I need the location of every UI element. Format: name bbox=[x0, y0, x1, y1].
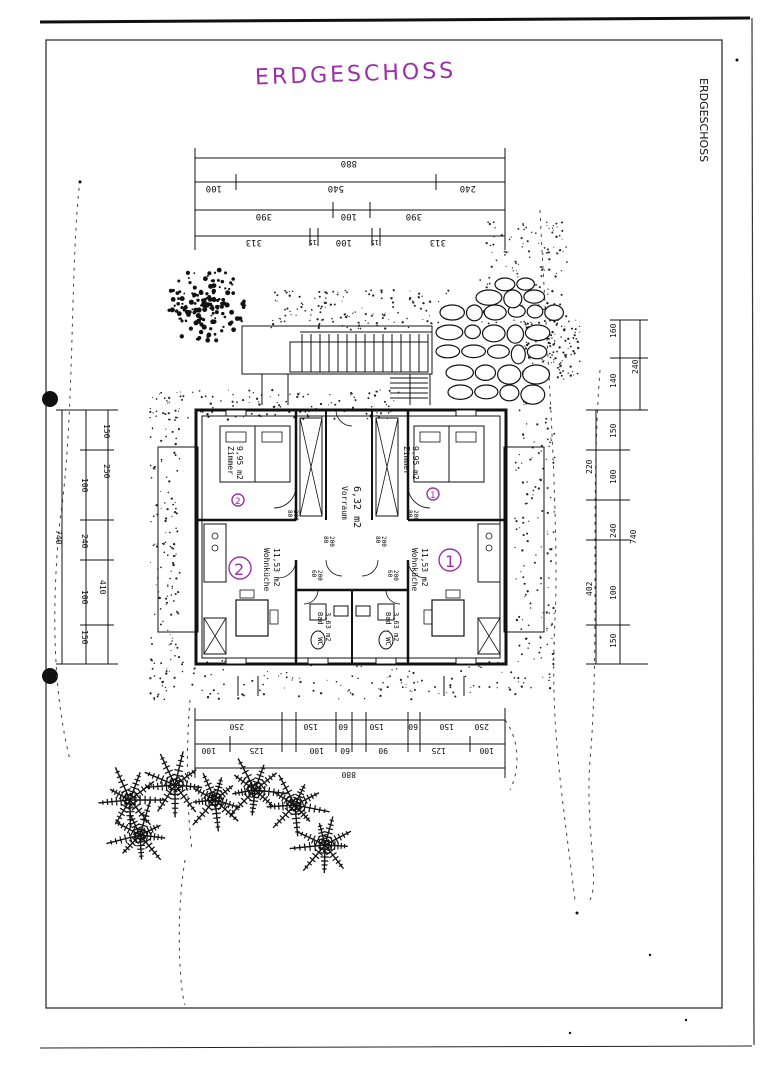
door-dim: 200 bbox=[392, 570, 399, 581]
dim-bottom: 150 bbox=[369, 722, 384, 731]
dim-right: 100 bbox=[609, 585, 618, 600]
door-dim: 60 bbox=[386, 570, 393, 578]
room-area-zimmer-1: 9,95 m2 bbox=[411, 446, 420, 480]
unit-number-small-1: 1 bbox=[430, 491, 436, 501]
dim-right: 150 bbox=[609, 633, 618, 648]
dim-right: 740 bbox=[629, 529, 638, 544]
dim-top: 240 bbox=[460, 183, 476, 193]
dim-bottom: 100 bbox=[309, 746, 324, 755]
dim-left: 150 bbox=[80, 630, 89, 645]
dim-right: 140 bbox=[609, 373, 618, 388]
door-dim: 200 bbox=[292, 510, 299, 521]
binder-hole bbox=[42, 391, 58, 407]
dim-right: 150 bbox=[609, 423, 618, 438]
dim-bottom: 250 bbox=[474, 722, 489, 731]
unit-number-big-1: 1 bbox=[445, 552, 455, 571]
dim-right: 402 bbox=[585, 581, 594, 596]
dim-right: 240 bbox=[609, 523, 618, 538]
dim-bottom-total: 880 bbox=[341, 770, 356, 779]
dim-top: 100 bbox=[206, 183, 222, 193]
room-area-bad-2: 3,63 m2 bbox=[324, 612, 332, 642]
dim-bottom: 150 bbox=[303, 722, 318, 731]
dim-bottom: 125 bbox=[249, 746, 264, 755]
room-label-wohnkueche-2: Wohnküche bbox=[262, 548, 271, 592]
door-dim: 80 bbox=[286, 510, 293, 518]
dim-bottom: 100 bbox=[479, 746, 494, 755]
dim-top: 100 bbox=[336, 237, 352, 247]
dim-bottom: 60 bbox=[408, 722, 418, 731]
room-label-zimmer-2: Zimmer bbox=[226, 446, 235, 475]
side-title: ERDGESCHOSS bbox=[697, 78, 710, 162]
dim-bottom: 125 bbox=[431, 746, 446, 755]
door-dim: 80 bbox=[322, 536, 329, 544]
dim-top: 313 bbox=[430, 237, 446, 247]
dim-top: 313 bbox=[246, 237, 262, 247]
dim-right: 100 bbox=[609, 469, 618, 484]
room-label-bad-1: Bad - WC bbox=[384, 612, 392, 646]
room-area-zimmer-2: 9,95 m2 bbox=[235, 446, 244, 480]
room-area-wohnkueche-1: 11,53 m2 bbox=[420, 548, 429, 587]
dim-bottom: 250 bbox=[229, 722, 244, 731]
door-dim: 200 bbox=[316, 570, 323, 581]
dim-right: 240 bbox=[631, 359, 640, 374]
dim-top: 15 bbox=[309, 238, 317, 246]
door-dim: 80 bbox=[374, 536, 381, 544]
room-label-vorraum: Vorraum bbox=[340, 486, 349, 520]
room-label-wohnkueche-1: Wohnküche bbox=[410, 548, 419, 592]
room-label-bad-2: Bad - WC bbox=[316, 612, 324, 646]
dim-left: 250 bbox=[102, 464, 111, 479]
dim-left: 100 bbox=[80, 590, 89, 605]
dim-left: 410 bbox=[98, 580, 107, 595]
unit-number-small-2: 2 bbox=[235, 497, 241, 507]
dim-top: 390 bbox=[256, 211, 272, 221]
dim-top-total: 880 bbox=[341, 158, 357, 168]
dim-right: 160 bbox=[609, 323, 618, 338]
room-area-bad-1: 3,63 m2 bbox=[392, 612, 400, 642]
unit-number-big-2: 2 bbox=[234, 560, 244, 579]
door-dim: 60 bbox=[310, 570, 317, 578]
dim-top: 15 bbox=[371, 238, 379, 246]
dim-bottom: 100 bbox=[201, 746, 216, 755]
dim-bottom: 150 bbox=[439, 722, 454, 731]
dim-left: 240 bbox=[80, 534, 89, 549]
dim-left: 740 bbox=[54, 530, 63, 545]
room-area-vorraum: 6,32 m2 bbox=[351, 486, 362, 528]
binder-hole bbox=[42, 668, 58, 684]
dim-top: 100 bbox=[341, 211, 357, 221]
dim-bottom: 90 bbox=[378, 746, 388, 755]
door-dim: 200 bbox=[328, 536, 335, 547]
door-dim: 200 bbox=[380, 536, 387, 547]
dim-top: 390 bbox=[406, 211, 422, 221]
room-label-zimmer-1: Zimmer bbox=[402, 446, 411, 475]
dim-left: 150 bbox=[102, 424, 111, 439]
dim-bottom: 60 bbox=[340, 746, 350, 755]
dim-top: 540 bbox=[328, 183, 344, 193]
room-area-wohnkueche-2: 11,53 m2 bbox=[272, 548, 281, 587]
dim-bottom: 60 bbox=[338, 722, 348, 731]
door-dim: 80 bbox=[406, 510, 413, 518]
dim-left: 100 bbox=[80, 478, 89, 493]
door-dim: 200 bbox=[412, 510, 419, 521]
dim-right: 220 bbox=[585, 459, 594, 474]
